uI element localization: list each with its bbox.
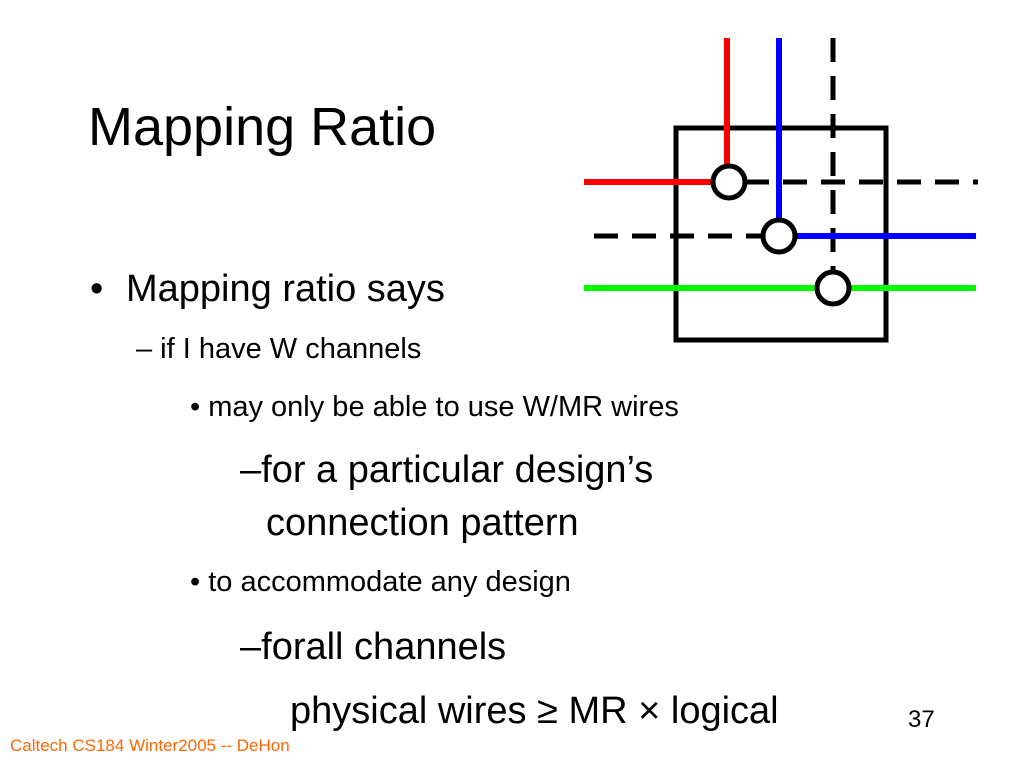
bullet-marker: •: [90, 268, 104, 310]
blue-wire: [776, 38, 976, 239]
footer-credit: Caltech CS184 Winter2005 -- DeHon: [10, 736, 290, 755]
switch-point-bottom: [814, 269, 852, 307]
sub-sub-bullet-any-design: • to accommodate any design: [190, 566, 571, 598]
detail-connection-pattern: connection pattern: [266, 502, 579, 544]
bullet-text: Mapping ratio says: [126, 268, 445, 310]
formula-physical-wires: physical wires ≥ MR × logical: [290, 690, 779, 732]
page-number: 37: [908, 706, 935, 733]
sub-bullet-w-channels: – if I have W channels: [136, 333, 422, 365]
switch-point-top: [710, 163, 748, 201]
sub-sub-bullet-w-mr-wires: • may only be able to use W/MR wires: [190, 391, 679, 423]
bullet-mapping-ratio-says: • Mapping ratio says: [90, 270, 445, 308]
detail-forall-channels: –forall channels: [240, 626, 507, 668]
switch-point-middle: [760, 217, 798, 255]
red-wire: [584, 38, 730, 185]
detail-particular-design: –for a particular design’s: [240, 449, 654, 491]
slide-title: Mapping Ratio: [88, 97, 437, 157]
